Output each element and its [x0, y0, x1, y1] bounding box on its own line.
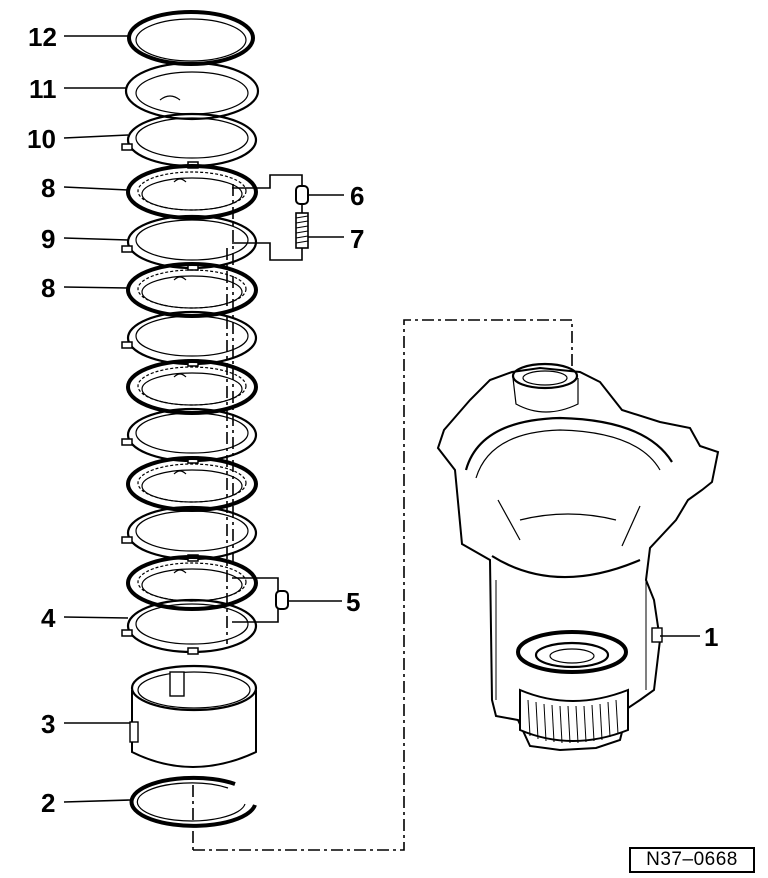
- steel-plate: [120, 310, 258, 368]
- callout-6: 6: [350, 181, 364, 211]
- callout-1: 1: [704, 622, 718, 652]
- bracket-6-7: [232, 174, 303, 261]
- reference-code: N37–0668: [629, 847, 755, 873]
- lined-plate: [126, 555, 258, 611]
- callout-12: 12: [28, 22, 57, 52]
- callout-3: 3: [41, 709, 55, 739]
- callout-7: 7: [350, 224, 364, 254]
- part-3-drum: [129, 664, 258, 768]
- callout-8-upper: 8: [41, 173, 55, 203]
- clutch-stack: [120, 10, 260, 828]
- part-12-snap-ring: [127, 10, 255, 66]
- gear-teeth: [527, 699, 619, 744]
- callout-10: 10: [27, 124, 56, 154]
- steel-plate: [120, 407, 258, 465]
- leader-lines: [63, 35, 700, 803]
- part-11-pressure-plate: [124, 61, 260, 121]
- callout-8-lower: 8: [41, 273, 55, 303]
- part-2-circlip: [129, 775, 257, 828]
- part-8-lined-plate-a: [126, 164, 258, 220]
- part-5-pin: [275, 590, 289, 610]
- callout-5: 5: [346, 587, 360, 617]
- part-10-steel-plate: [120, 112, 258, 170]
- callout-4: 4: [41, 603, 56, 633]
- part-6-pin: [295, 185, 309, 205]
- steel-plate: [120, 505, 258, 563]
- part-7-spring: [295, 212, 309, 249]
- callout-9: 9: [41, 224, 55, 254]
- callout-11: 11: [29, 74, 57, 104]
- part-1-transmission-housing: [436, 362, 720, 752]
- lined-plate: [126, 456, 258, 512]
- part-8-lined-plate-b: [126, 262, 258, 318]
- callout-2: 2: [41, 788, 55, 818]
- lined-plate: [126, 359, 258, 415]
